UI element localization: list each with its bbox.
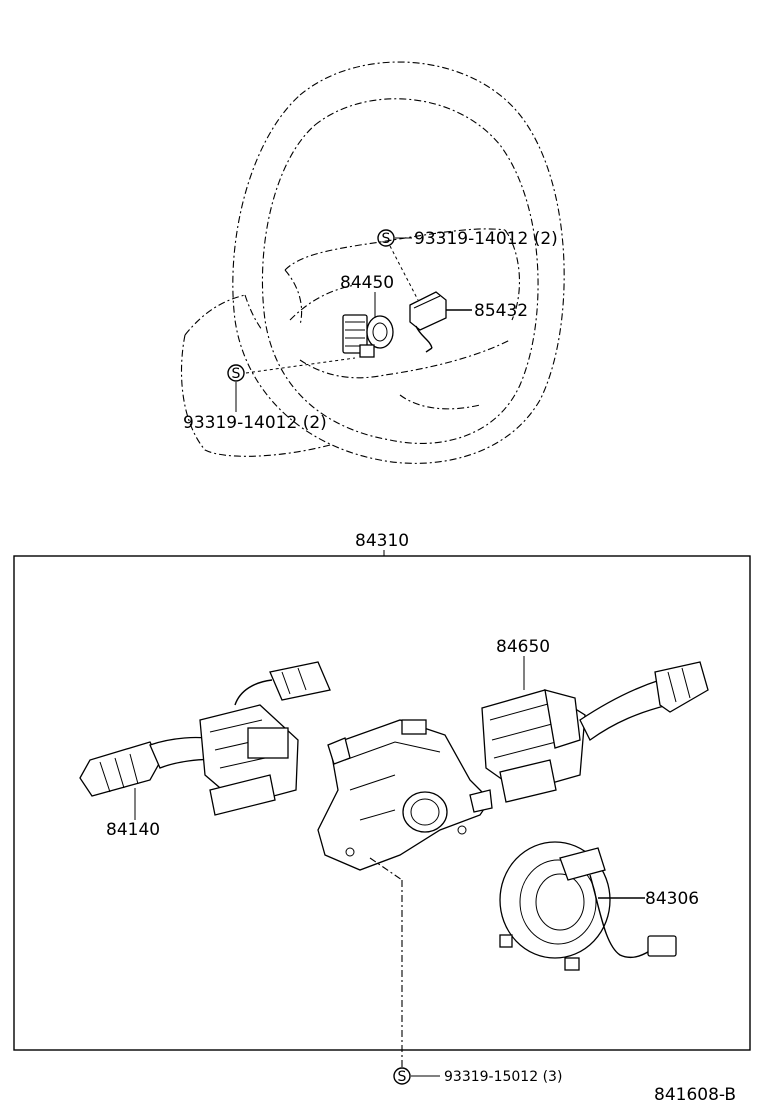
leader-bolt-left — [245, 357, 356, 374]
standard-part-symbol-bottom: S — [393, 1067, 411, 1085]
label-84450: 84450 — [340, 273, 394, 293]
leader-bolt-top — [389, 245, 419, 301]
light-switch-84140-part — [79, 661, 331, 816]
bracket-85432-part — [409, 291, 447, 353]
steering-wheel-outline — [180, 61, 565, 464]
label-bolt-left: 93319-14012 (2) — [183, 413, 327, 433]
standard-part-symbol-left: S — [227, 364, 245, 382]
switch-84450-part — [342, 314, 394, 358]
label-84310: 84310 — [355, 531, 409, 551]
wiper-switch-84650-part — [481, 661, 709, 803]
spiral-cable-84306-part — [499, 841, 677, 971]
assembly-frame — [13, 555, 751, 1051]
switch-body-part — [317, 719, 493, 871]
label-bolt-top: 93319-14012 (2) — [414, 229, 558, 249]
label-84140: 84140 — [106, 820, 160, 840]
label-84306: 84306 — [645, 889, 699, 909]
label-84650: 84650 — [496, 637, 550, 657]
leader-bolt-bottom-a — [369, 857, 403, 881]
svg-text:S: S — [398, 1069, 407, 1085]
svg-text:S: S — [382, 231, 391, 247]
standard-part-symbol-top: S — [377, 229, 395, 247]
label-bolt-bottom: 93319-15012 (3) — [444, 1069, 562, 1085]
label-85432: 85432 — [474, 301, 528, 321]
figure-code: 841608-B — [654, 1085, 736, 1105]
svg-text:S: S — [232, 366, 241, 382]
